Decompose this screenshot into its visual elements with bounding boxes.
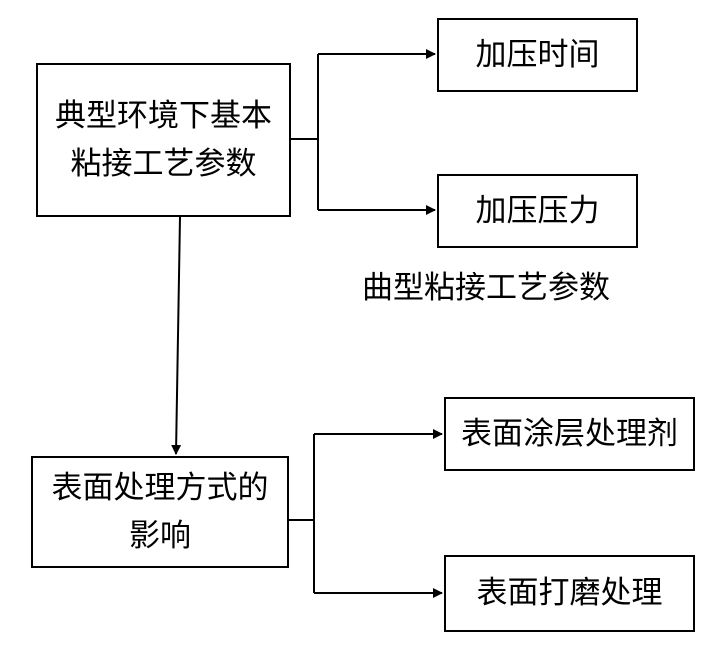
node-pressing-pressure-label: 加压压力 bbox=[475, 192, 600, 229]
node-typical-params-line-1: 典型环境下基本 bbox=[55, 97, 272, 134]
node-typical-params: 典型环境下基本 粘接工艺参数 bbox=[36, 63, 291, 217]
node-surface-grinding-label: 表面打磨处理 bbox=[476, 575, 663, 612]
node-surface-grinding: 表面打磨处理 bbox=[444, 555, 695, 632]
node-pressing-time-label: 加压时间 bbox=[475, 36, 600, 73]
node-surface-coating-label: 表面涂层处理剂 bbox=[461, 415, 678, 452]
node-surface-treatment-line-1: 表面处理方式的 bbox=[51, 469, 269, 506]
node-surface-coating: 表面涂层处理剂 bbox=[444, 397, 695, 471]
node-surface-treatment: 表面处理方式的 影响 bbox=[31, 456, 289, 568]
node-pressing-time: 加压时间 bbox=[437, 18, 638, 92]
node-typical-params-line-2: 粘接工艺参数 bbox=[70, 146, 257, 182]
arrow-to-surface-treatment bbox=[171, 216, 182, 455]
node-surface-treatment-line-2: 影响 bbox=[129, 518, 191, 554]
node-pressing-pressure: 加压压力 bbox=[437, 174, 638, 248]
diagram-caption: 曲型粘接工艺参数 bbox=[362, 270, 610, 306]
